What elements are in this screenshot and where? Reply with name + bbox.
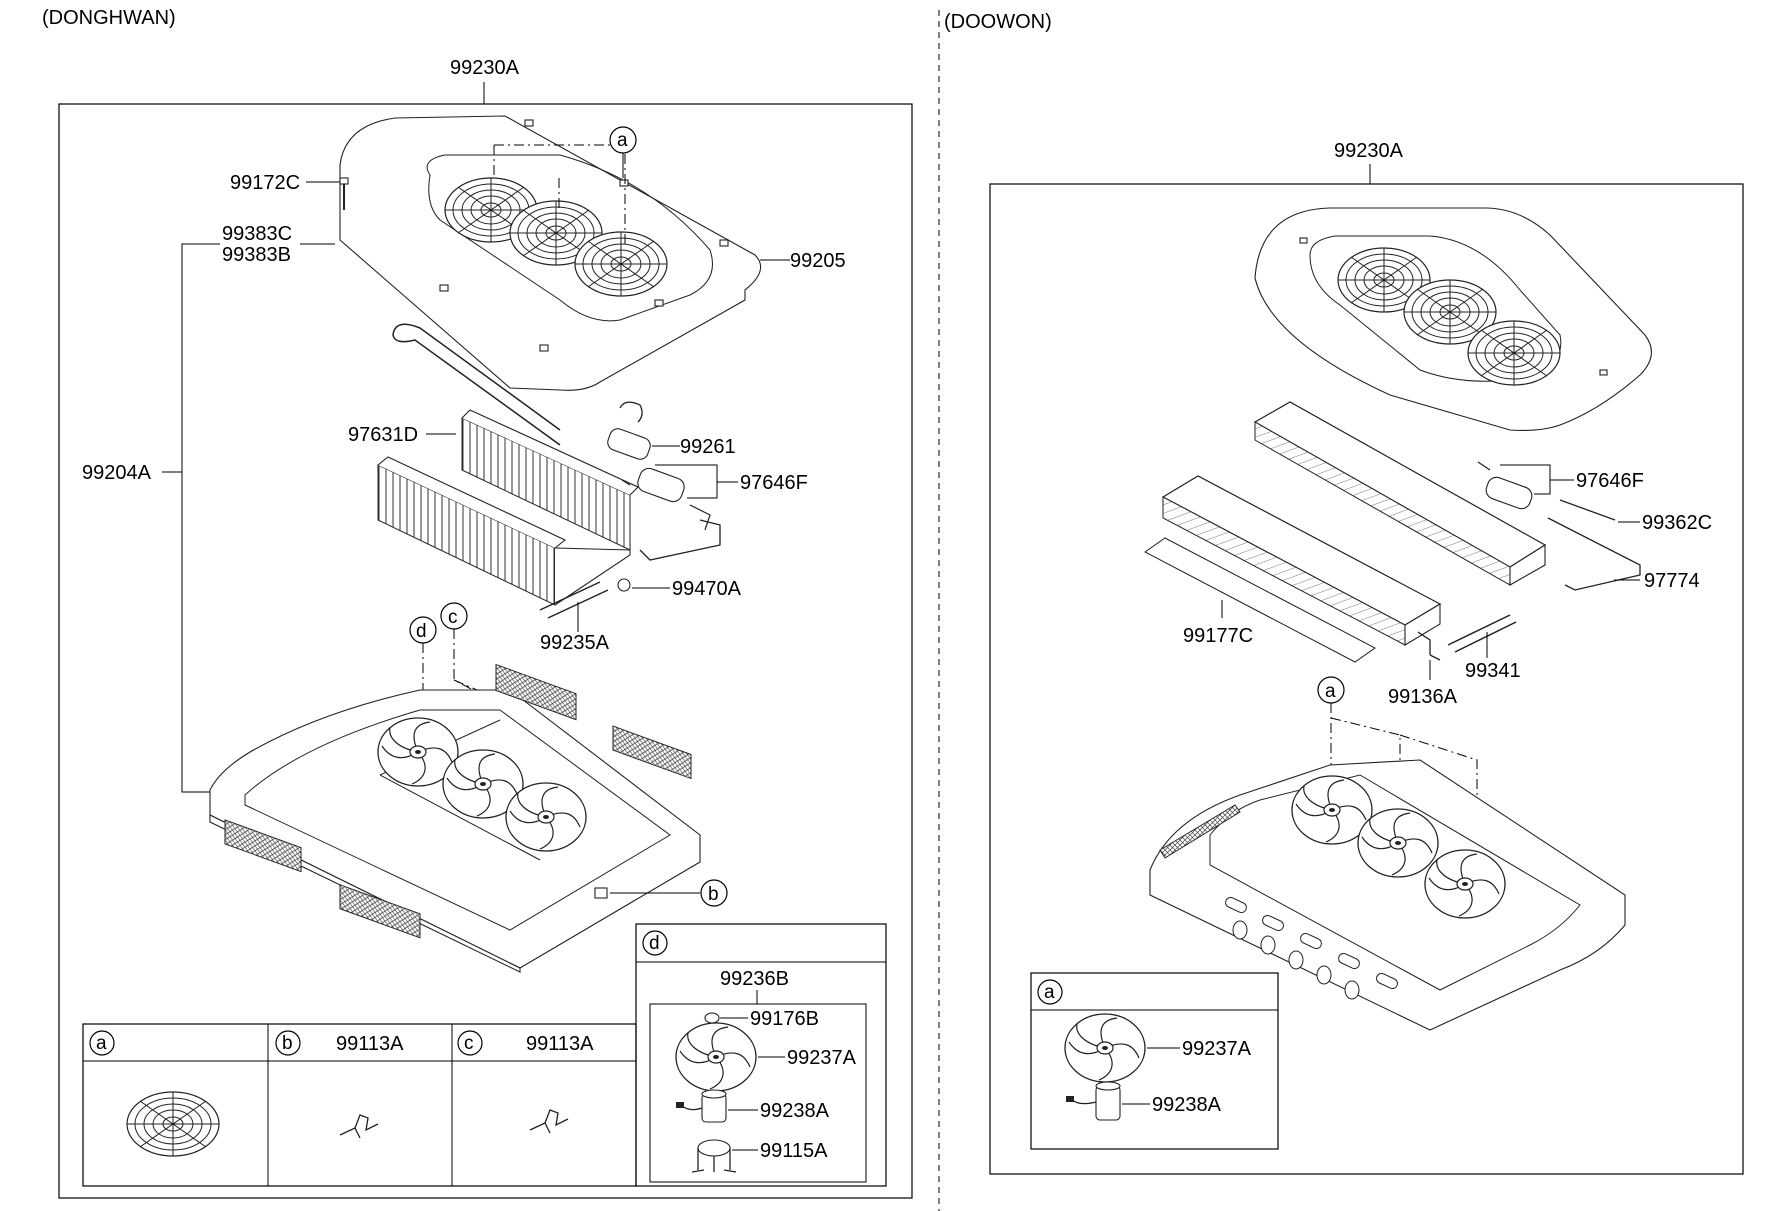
svg-text:c: c <box>464 1033 474 1054</box>
fan-99237A-right <box>1064 1013 1146 1083</box>
label-99176B: 99176B <box>750 1008 819 1030</box>
vent-grille <box>495 663 577 721</box>
expansion-valve-97646F-right <box>1477 461 1533 510</box>
label-97646F-right: 97646F <box>1576 470 1644 492</box>
condenser-core-lower <box>1161 475 1442 646</box>
label-99470A: 99470A <box>672 578 742 600</box>
donghwan-assembly-frame <box>58 103 913 1199</box>
motor-99238A-right <box>1066 1081 1121 1121</box>
bracket-c <box>529 1109 569 1134</box>
label-99136A: 99136A <box>1388 686 1458 708</box>
detail-box-a-right <box>1030 972 1279 1150</box>
detail-c-badge <box>457 1030 483 1056</box>
svg-text:a: a <box>617 130 628 151</box>
motor-99238A-left <box>676 1089 727 1123</box>
fan-99237A-left <box>675 1022 757 1092</box>
detail-b-badge <box>275 1030 301 1056</box>
top-cover-99205 <box>339 115 762 391</box>
bracket-99115A <box>691 1139 737 1173</box>
svg-text:a: a <box>1044 982 1055 1003</box>
label-99362C: 99362C <box>1642 512 1712 534</box>
pipe-97774 <box>1547 517 1641 591</box>
label-97646F-left: 97646F <box>740 472 808 494</box>
label-99172C: 99172C <box>230 172 300 194</box>
oring-99470A <box>617 578 631 592</box>
label-99113A-b: 99113A <box>336 1033 404 1055</box>
svg-text:c: c <box>448 607 458 628</box>
label-99205: 99205 <box>790 250 846 272</box>
bottom-housing-right <box>1149 759 1626 1031</box>
svg-text:a: a <box>1325 681 1336 702</box>
grille-detail-a <box>126 1091 220 1157</box>
insulation-sheet-99177C <box>1144 537 1376 663</box>
bolt-99362C <box>1559 499 1616 521</box>
vent-grille <box>339 884 421 939</box>
expansion-valve-97646F <box>621 467 711 531</box>
label-99235A: 99235A <box>540 632 610 654</box>
svg-text:b: b <box>708 884 719 905</box>
label-99115A: 99115A <box>760 1140 828 1162</box>
label-99230A-right: 99230A <box>1334 140 1404 162</box>
label-99204A: 99204A <box>82 462 152 484</box>
top-cover-doowon <box>1254 207 1652 431</box>
pipe-assembly <box>392 323 561 446</box>
label-99341: 99341 <box>1465 660 1521 682</box>
vent-grille <box>612 725 692 780</box>
receiver-drier-99261 <box>607 401 651 460</box>
svg-text:b: b <box>282 1033 293 1054</box>
evaporator-core-97631D <box>377 409 639 606</box>
label-99237A-right: 99237A <box>1182 1038 1252 1060</box>
label-99237A-left: 99237A <box>787 1047 857 1069</box>
label-97774: 97774 <box>1644 570 1700 592</box>
svg-text:d: d <box>416 621 427 642</box>
detail-a-right-badge <box>1037 979 1063 1005</box>
section-title-donghwan: (DONGHWAN) <box>42 7 176 29</box>
label-97631D: 97631D <box>348 424 418 446</box>
bracket-b <box>339 1114 379 1139</box>
label-99383B: 99383B <box>222 244 291 266</box>
nut-99176B <box>704 1012 720 1024</box>
screw-99172C <box>339 177 349 185</box>
label-99261: 99261 <box>680 436 736 458</box>
label-99236B: 99236B <box>720 968 789 990</box>
svg-text:d: d <box>649 933 660 954</box>
svg-text:a: a <box>96 1033 107 1054</box>
detail-box-d <box>635 923 887 1187</box>
label-99383C: 99383C <box>222 223 292 245</box>
doowon-assembly-frame <box>989 183 1744 1175</box>
label-99177C: 99177C <box>1183 625 1253 647</box>
label-99230A-left: 99230A <box>450 57 520 79</box>
vent-grille <box>224 819 302 873</box>
label-99238A-left: 99238A <box>760 1100 830 1122</box>
label-99238A-right: 99238A <box>1152 1094 1222 1116</box>
bracket-99136A <box>1417 631 1441 661</box>
detail-d-badge <box>642 930 668 956</box>
label-99113A-c: 99113A <box>526 1033 594 1055</box>
callout-b <box>700 879 728 907</box>
hose-99341 <box>1447 614 1517 653</box>
condenser-core-upper <box>1253 401 1547 586</box>
section-title-doowon: (DOOWON) <box>944 11 1052 33</box>
detail-a-badge <box>89 1030 115 1056</box>
